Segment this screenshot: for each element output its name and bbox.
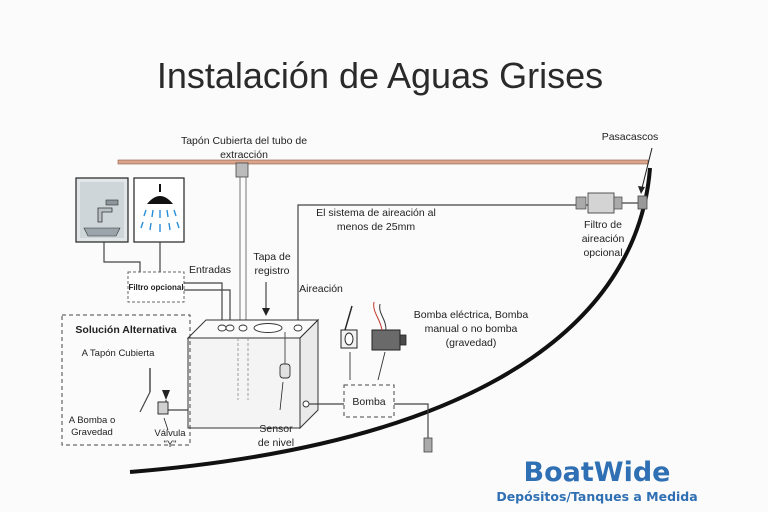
pump-options-label-line1: Bomba eléctrica, Bomba <box>414 309 529 321</box>
aeration-filter <box>587 192 615 214</box>
thru-hull-arrow <box>640 147 653 193</box>
aeration-filter-fitting-right <box>613 196 623 210</box>
thru-hull-label: Pasacascos <box>602 131 659 143</box>
deck-line <box>117 159 649 165</box>
thru-hull-fitting <box>637 195 648 210</box>
valve-label-line1: Válvula <box>154 428 186 439</box>
optional-filter-box <box>127 271 185 303</box>
aeration-filter-label-line3: opcional <box>583 247 622 259</box>
alternative-to-deck-cap: A Tapón Cubierta <box>82 348 155 359</box>
brand-tagline: Depósitos/Tanques a Medida <box>496 489 697 504</box>
diagram-title: Instalación de Aguas Grises <box>157 55 603 96</box>
pump-label: Bomba <box>352 396 385 408</box>
discharge-thru-hull <box>423 437 433 453</box>
pump-to-hull-pipe <box>394 403 429 440</box>
inspection-cover-label-line1: Tapa de <box>253 251 291 263</box>
sink-icon <box>75 177 129 243</box>
pump-options-label-line3: (gravedad) <box>446 337 497 349</box>
greywater-tank <box>186 318 320 430</box>
level-sensor-label-line2: de nivel <box>258 437 294 449</box>
y-valve-icon <box>157 390 170 415</box>
alternative-title: Solución Alternativa <box>75 324 176 336</box>
alternative-to-pump-line1: A Bomba o <box>69 415 115 426</box>
aeration-label: Aireación <box>299 283 343 295</box>
alt-pipe-left <box>139 391 151 413</box>
brand-logo-text: BoatWide <box>524 457 671 488</box>
thru-hull-arrowhead <box>638 186 645 194</box>
level-sensor-label-line1: Sensor <box>259 423 293 435</box>
electric-pump-leader <box>377 351 386 381</box>
level-sensor-leader <box>279 381 284 411</box>
inspection-cover-label-line2: registro <box>254 265 289 277</box>
aeration-filter-fitting-left <box>575 196 587 210</box>
deck-cap-label-line1: Tapón Cubierta del tubo de <box>181 135 307 147</box>
valve-label-line2: "Y" <box>163 439 176 450</box>
alternative-to-pump-line2: Gravedad <box>71 427 113 438</box>
aeration-system-label-line1: El sistema de aireación al <box>316 207 436 219</box>
valve-leader <box>163 417 169 431</box>
shower-icon <box>133 177 185 243</box>
electric-pump-icon <box>371 301 407 351</box>
pump-options-label-line2: manual o no bomba <box>425 323 518 335</box>
aeration-filter-label-line2: aireación <box>582 233 625 245</box>
deck-cap-label-line2: extracción <box>220 149 268 161</box>
deck-cap <box>235 162 249 178</box>
inlet-pipe-1 <box>184 282 223 325</box>
inspection-cover-arrowhead <box>262 308 270 316</box>
pump-box <box>343 384 395 418</box>
inputs-label: Entradas <box>189 264 231 276</box>
manual-pump-icon <box>340 305 358 349</box>
aeration-filter-label-line1: Filtro de <box>584 219 622 231</box>
inlet-pipe-2 <box>184 289 231 325</box>
aeration-system-label-line2: menos de 25mm <box>337 221 415 233</box>
aeration-pipe <box>297 204 588 325</box>
alternative-solution-box <box>61 314 191 446</box>
hull-line <box>129 167 652 474</box>
optional-filter-label: Filtro opcional <box>128 283 183 292</box>
